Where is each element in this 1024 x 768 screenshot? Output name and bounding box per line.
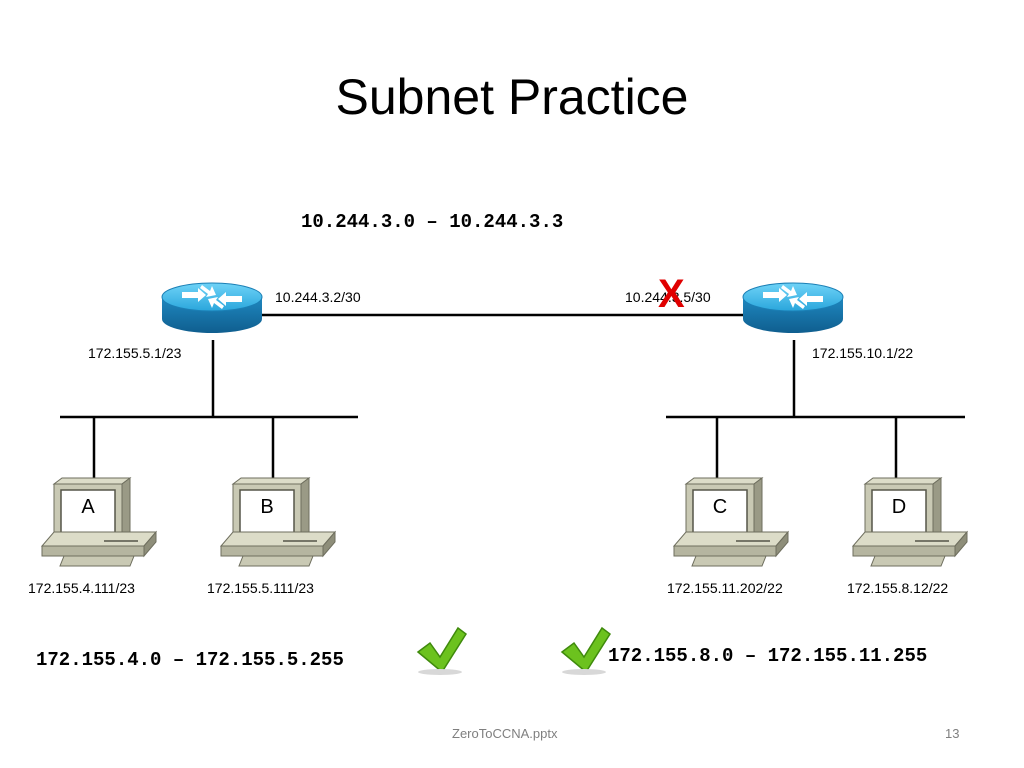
pc-a-label: A	[81, 496, 95, 518]
left-lan-range: 172.155.4.0 – 172.155.5.255	[36, 649, 344, 671]
right-router-wan-ip: 10.244.3.5/30	[625, 289, 711, 305]
right-check-icon	[560, 626, 612, 675]
footer-filename: ZeroToCCNA.pptx	[452, 726, 558, 741]
pc-c-ip: 172.155.11.202/22	[667, 580, 783, 596]
pc-c-label: C	[712, 496, 728, 518]
pc-c-icon	[673, 477, 789, 567]
left-check-icon	[416, 626, 468, 675]
pc-a-ip: 172.155.4.111/23	[28, 580, 135, 596]
wan-subnet-range: 10.244.3.0 – 10.244.3.3	[301, 211, 564, 233]
left-router-lan-ip: 172.155.5.1/23	[88, 345, 182, 361]
left-router-icon	[161, 282, 263, 334]
pc-d-label: D	[891, 496, 907, 518]
slide-title: Subnet Practice	[335, 69, 689, 125]
pc-a-icon	[41, 477, 157, 567]
right-lan-range: 172.155.8.0 – 172.155.11.255	[608, 645, 928, 667]
page-number: 13	[945, 726, 960, 741]
right-router-lan-ip: 172.155.10.1/22	[812, 345, 914, 361]
error-x-mark: X	[658, 272, 685, 316]
pc-d-icon	[852, 477, 968, 567]
pc-b-label: B	[260, 496, 274, 518]
pc-b-icon	[220, 477, 336, 567]
right-router-icon	[742, 282, 844, 334]
pc-b-ip: 172.155.5.111/23	[207, 580, 314, 596]
pc-d-ip: 172.155.8.12/22	[847, 580, 949, 596]
left-router-wan-ip: 10.244.3.2/30	[275, 289, 361, 305]
